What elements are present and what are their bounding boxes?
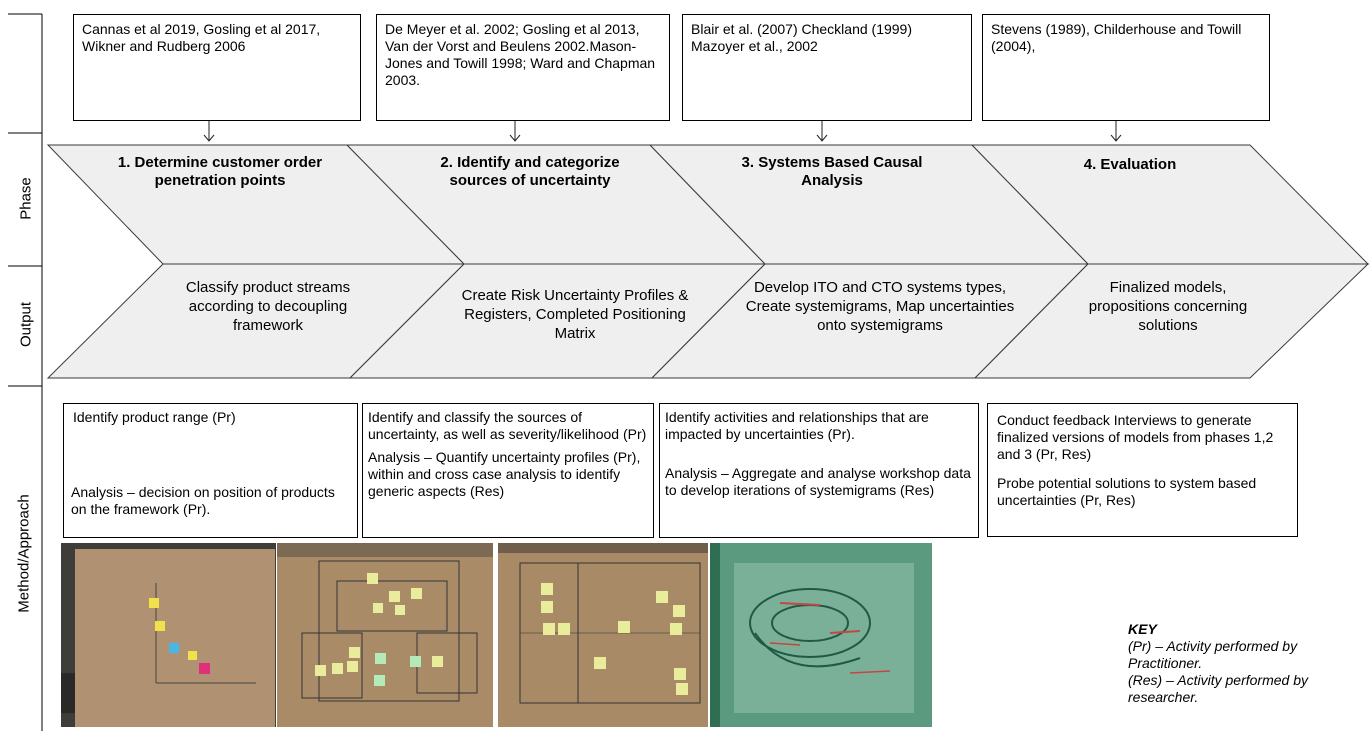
method-2-step-a: Identify and classify the sources of unc… — [368, 409, 647, 442]
method-1-step-a: Identify product range (Pr) — [73, 409, 236, 425]
method-1-step-b: Analysis – decision on position of produ… — [71, 484, 335, 517]
output-text-2: Create Risk Uncertainty Profiles & Regis… — [461, 287, 689, 342]
method-box-4: Conduct feedback Interviews to generate … — [987, 403, 1298, 537]
output-text-4: Finalized models, propositions concernin… — [1088, 279, 1248, 334]
row-label-phase: Phase — [17, 177, 35, 220]
phase-title-4: 4. Evaluation — [1083, 156, 1177, 173]
method-3-step-a: Identify activities and relationships th… — [665, 409, 929, 442]
phase-title-3: 3. Systems Based Causal Analysis — [741, 154, 923, 189]
method-box-1: Identify product range (Pr) Analysis – d… — [63, 403, 358, 538]
workshop-photo-4 — [710, 543, 932, 727]
key-line-practitioner: (Pr) – Activity performed by Practitione… — [1128, 638, 1298, 671]
method-box-2: Identify and classify the sources of unc… — [362, 403, 654, 538]
reference-box-2: De Meyer et al. 2002; Gosling et al 2013… — [376, 14, 670, 121]
workshop-photo-2 — [277, 543, 493, 727]
arrow-3 — [816, 121, 828, 142]
output-chevron-4 — [973, 263, 1370, 379]
workshop-photo-3 — [498, 543, 708, 727]
row-label-method: Method/Approach — [15, 494, 33, 613]
method-box-3: Identify activities and relationships th… — [659, 403, 979, 538]
row-label-output: Output — [17, 301, 35, 348]
output-text-3: Develop ITO and CTO systems types, Creat… — [745, 279, 1015, 334]
reference-box-4: Stevens (1989), Childerhouse and Towill … — [982, 14, 1270, 121]
key-legend: KEY (Pr) – Activity performed by Practit… — [1128, 621, 1338, 706]
reference-box-1: Cannas et al 2019, Gosling et al 2017, W… — [73, 14, 361, 121]
key-title: KEY — [1128, 621, 1157, 637]
phase-title-1: 1. Determine customer order penetration … — [117, 154, 323, 189]
arrow-4 — [1110, 121, 1122, 142]
arrow-2 — [509, 121, 521, 142]
reference-box-3: Blair et al. (2007) Checkland (1999) Maz… — [682, 14, 972, 121]
method-2-step-b: Analysis – Quantify uncertainty profiles… — [368, 449, 641, 499]
workshop-photo-1 — [61, 543, 276, 727]
key-line-researcher: (Res) – Activity performed by researcher… — [1128, 672, 1308, 705]
phase-title-2: 2. Identify and categorize sources of un… — [440, 154, 620, 189]
method-4-step-a: Conduct feedback Interviews to generate … — [997, 412, 1274, 462]
output-text-1: Classify product streams according to de… — [185, 279, 351, 334]
method-4-step-b: Probe potential solutions to system base… — [997, 475, 1257, 508]
method-3-step-b: Analysis – Aggregate and analyse worksho… — [665, 465, 971, 498]
arrow-1 — [203, 121, 215, 142]
